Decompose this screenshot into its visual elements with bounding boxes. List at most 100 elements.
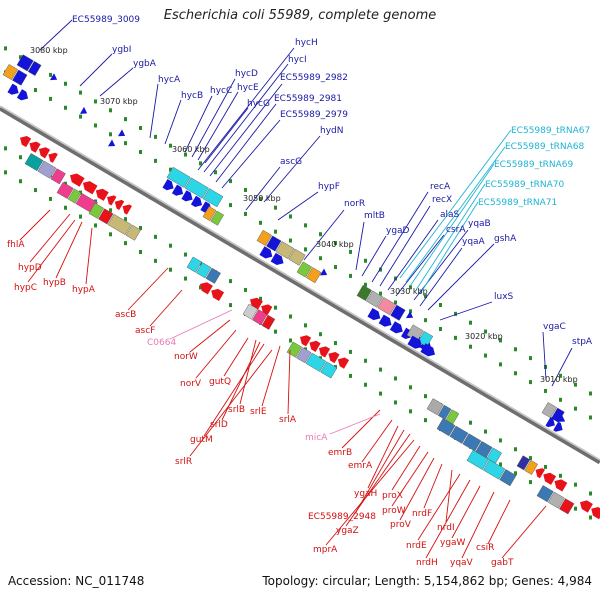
leader-line	[379, 205, 431, 287]
gene-label-vgaC[interactable]: vgaC	[543, 322, 566, 332]
gene-label-hycA[interactable]: hycA	[158, 75, 181, 85]
tick-dot	[274, 229, 277, 234]
gene-label-norR[interactable]: norR	[344, 199, 365, 209]
leader-line	[355, 429, 405, 513]
gene-label-gutM[interactable]: gutM	[190, 435, 213, 445]
tick-dot	[409, 409, 412, 414]
gene-label-hycB[interactable]: hycB	[181, 91, 203, 101]
trna-label-68[interactable]: EC55989_tRNA68	[505, 142, 584, 152]
gene-arrow	[38, 147, 51, 159]
feature-cluster	[466, 449, 517, 487]
leader-line	[277, 191, 319, 221]
tick-dot	[499, 462, 502, 467]
tick-dot	[409, 285, 412, 290]
gene-label-ascG[interactable]: ascG	[280, 157, 302, 167]
feature-cluster	[79, 106, 88, 114]
gene-label-gutQ[interactable]: gutQ	[209, 377, 231, 387]
gene-label-csiR[interactable]: csiR	[476, 543, 494, 553]
gene-label-ygaZ[interactable]: ygaZ	[336, 526, 359, 536]
gene-arrow	[114, 199, 125, 211]
gene-label-ygaD[interactable]: ygaD	[386, 226, 410, 236]
gene-label-norV[interactable]: norV	[180, 379, 202, 389]
gene-label-hycI[interactable]: hycI	[288, 55, 307, 65]
gene-label-srlE[interactable]: srlE	[250, 407, 267, 417]
leader-line	[405, 146, 506, 283]
gene-label-hypF[interactable]: hypF	[318, 182, 340, 192]
trna-label-69[interactable]: EC55989_tRNA69	[494, 160, 573, 170]
gene-label-hycC[interactable]: hycC	[210, 86, 232, 96]
leader-line	[461, 491, 495, 559]
gene-label-alaS[interactable]: alaS	[440, 210, 460, 220]
ncrna-label-micA[interactable]: micA	[305, 433, 328, 443]
gene-label-nrdE[interactable]: nrdE	[406, 541, 427, 551]
gene-label-emrA[interactable]: emrA	[348, 461, 373, 471]
gene-label-hypC[interactable]: hypC	[14, 283, 37, 293]
gene-label-hypA[interactable]: hypA	[72, 285, 96, 295]
gene-label-proV[interactable]: proV	[390, 520, 412, 530]
gene-label-gshA[interactable]: gshA	[494, 234, 517, 244]
gene-label-norW[interactable]: norW	[174, 352, 198, 362]
gene-label-luxS[interactable]: luxS	[494, 292, 514, 302]
gene-arrow	[389, 321, 403, 334]
tick-dot	[349, 273, 352, 278]
gene-label-hycE[interactable]: hycE	[237, 83, 259, 93]
gene-label-ygaH[interactable]: ygaH	[354, 489, 377, 499]
gene-label-nrdH[interactable]: nrdH	[416, 558, 438, 568]
gene-label-hydN[interactable]: hydN	[320, 126, 343, 136]
gene-label-recX[interactable]: recX	[432, 195, 452, 205]
gene-label-hypD[interactable]: hypD	[18, 263, 42, 273]
tick-dot	[574, 406, 577, 411]
gene-label-mprA[interactable]: mprA	[313, 545, 338, 555]
gene-label-proW[interactable]: proW	[382, 506, 406, 516]
gene-label-proX[interactable]: proX	[382, 491, 403, 501]
gene-arrow	[7, 83, 19, 95]
gene-label-hycD[interactable]: hycD	[235, 69, 258, 79]
gene-label-gabT[interactable]: gabT	[491, 558, 514, 568]
gene-label-EC55989_2948[interactable]: EC55989_2948	[308, 512, 376, 522]
trna-label-67[interactable]: EC55989_tRNA67	[511, 126, 590, 136]
tick-dot	[244, 287, 247, 292]
gene-label-ygbA[interactable]: ygbA	[133, 59, 157, 69]
gene-label-yqaV[interactable]: yqaV	[450, 558, 474, 568]
gene-label-emrB[interactable]: emrB	[328, 448, 352, 458]
gene-label-ygbI[interactable]: ygbI	[112, 45, 131, 55]
gene-label-hycH[interactable]: hycH	[295, 38, 318, 48]
gene-label-srlA[interactable]: srlA	[279, 415, 297, 425]
gene-label-EC55989_2981[interactable]: EC55989_2981	[274, 94, 342, 104]
gene-label-srlD[interactable]: srlD	[210, 420, 228, 430]
trna-label-71[interactable]: EC55989_tRNA71	[478, 198, 557, 208]
gene-label-ascF[interactable]: ascF	[135, 326, 155, 336]
gene-arrow	[49, 73, 58, 81]
feature-block	[107, 214, 132, 236]
gene-label-fhlA[interactable]: fhlA	[7, 240, 25, 250]
gene-label-hycG[interactable]: hycG	[247, 99, 270, 109]
gene-label-recA[interactable]: recA	[430, 182, 451, 192]
gene-label-EC55989_2979[interactable]: EC55989_2979	[280, 110, 348, 120]
gene-label-nrdI[interactable]: nrdI	[437, 523, 455, 533]
gene-label-ascB[interactable]: ascB	[115, 310, 136, 320]
leader-line	[197, 47, 295, 171]
tick-dot	[184, 152, 187, 157]
gene-label-csrA[interactable]: csrA	[446, 225, 466, 235]
feature-block	[266, 235, 282, 252]
tick-dot	[364, 282, 367, 287]
gene-label-EC55989_2982[interactable]: EC55989_2982	[280, 73, 348, 83]
gene-label-ygaW[interactable]: ygaW	[440, 538, 466, 548]
leader-line	[203, 63, 289, 173]
gene-label-stpA[interactable]: stpA	[572, 337, 593, 347]
gene-label-mltB[interactable]: mltB	[364, 211, 385, 221]
gene-label-nrdF[interactable]: nrdF	[412, 509, 432, 519]
trna-label-70[interactable]: EC55989_tRNA70	[485, 180, 564, 190]
ncrna-label-C0664[interactable]: C0664	[147, 338, 176, 348]
gene-label-yqaB[interactable]: yqaB	[468, 219, 491, 229]
gene-label-yqaA[interactable]: yqaA	[462, 237, 486, 247]
gene-label-EC55989_3009[interactable]: EC55989_3009	[72, 15, 140, 25]
tick-dot	[124, 117, 127, 122]
tick-dot	[454, 311, 457, 316]
gene-label-srlR[interactable]: srlR	[175, 457, 192, 467]
tick-dot	[589, 415, 592, 420]
feature-block	[125, 224, 141, 241]
gene-label-hypB[interactable]: hypB	[43, 278, 66, 288]
gene-label-srlB[interactable]: srlB	[228, 405, 245, 415]
feature-cluster	[256, 229, 306, 266]
